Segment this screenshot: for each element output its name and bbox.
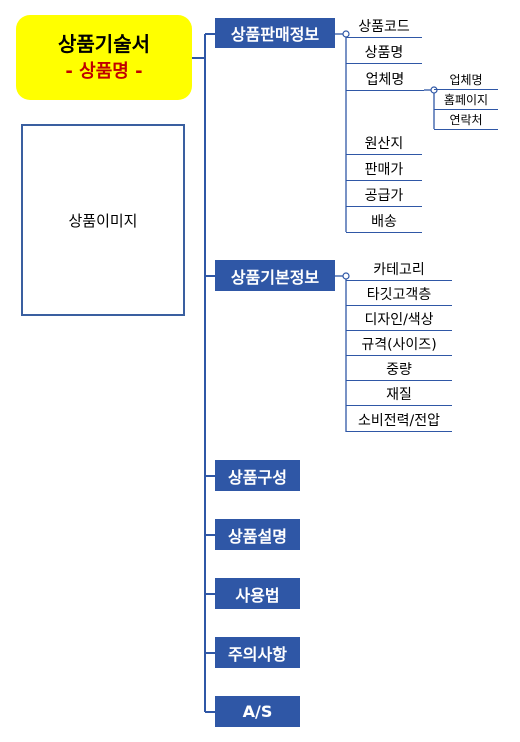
connector-subgroup-node [430,86,438,94]
category-sales-info[interactable]: 상품판매정보 [215,18,335,48]
item-category[interactable]: 카테고리 [346,259,452,281]
category-description[interactable]: 상품설명 [215,519,300,550]
subitem-contact[interactable]: 연락처 [434,110,498,130]
category-cautions[interactable]: 주의사항 [215,637,300,668]
connector-group2-node [342,272,350,280]
category-after-service[interactable]: A/S [215,696,300,727]
item-power-voltage[interactable]: 소비전력/전압 [346,409,452,432]
category-usage[interactable]: 사용법 [215,578,300,609]
item-sale-price[interactable]: 판매가 [346,159,422,181]
item-shipping[interactable]: 배송 [346,211,422,233]
item-company[interactable]: 업체명 [346,69,424,91]
item-target-customers[interactable]: 타깃고객층 [346,284,452,306]
document-title: 상품기술서 [58,31,150,56]
subitem-homepage[interactable]: 홈페이지 [434,90,498,110]
item-product-code[interactable]: 상품코드 [346,17,422,38]
product-image-placeholder: 상품이미지 [21,124,185,316]
item-design-color[interactable]: 디자인/색상 [346,309,452,331]
item-origin[interactable]: 원산지 [346,133,422,155]
item-product-name[interactable]: 상품명 [346,43,422,64]
category-composition[interactable]: 상품구성 [215,460,300,491]
product-image-label: 상품이미지 [68,211,138,230]
category-basic-info[interactable]: 상품기본정보 [215,260,335,291]
item-size[interactable]: 규격(사이즈) [346,334,452,356]
item-supply-price[interactable]: 공급가 [346,185,422,207]
product-name-subtitle: - 상품명 - [65,60,143,82]
subitem-company-name[interactable]: 업체명 [434,70,498,90]
document-title-box: 상품기술서 - 상품명 - [16,15,192,100]
item-weight[interactable]: 중량 [346,359,452,381]
item-material[interactable]: 재질 [346,384,452,406]
